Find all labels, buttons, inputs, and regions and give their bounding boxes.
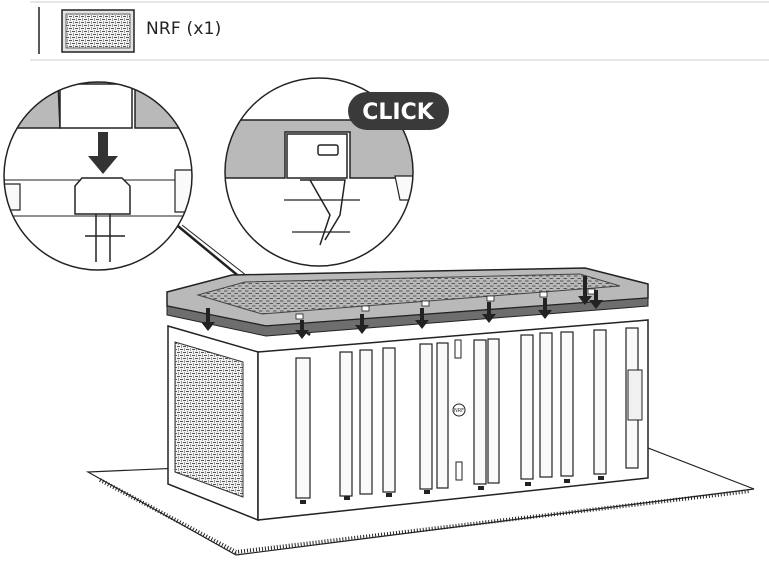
front-badge-text: NRF [454, 408, 464, 414]
parts-header [30, 1, 769, 61]
front-badge: NRF [452, 403, 466, 417]
callout-left [3, 81, 193, 271]
down-arrow-icon [201, 276, 603, 339]
click-label: CLICK [362, 100, 434, 125]
lid [166, 267, 649, 337]
lid-panel-icon [61, 9, 135, 53]
click-badge-icon: CLICK [348, 92, 449, 130]
storage-box: NRF [167, 319, 649, 522]
callout-right: CLICK [224, 77, 449, 267]
part-label: NRF (x1) [146, 19, 222, 39]
